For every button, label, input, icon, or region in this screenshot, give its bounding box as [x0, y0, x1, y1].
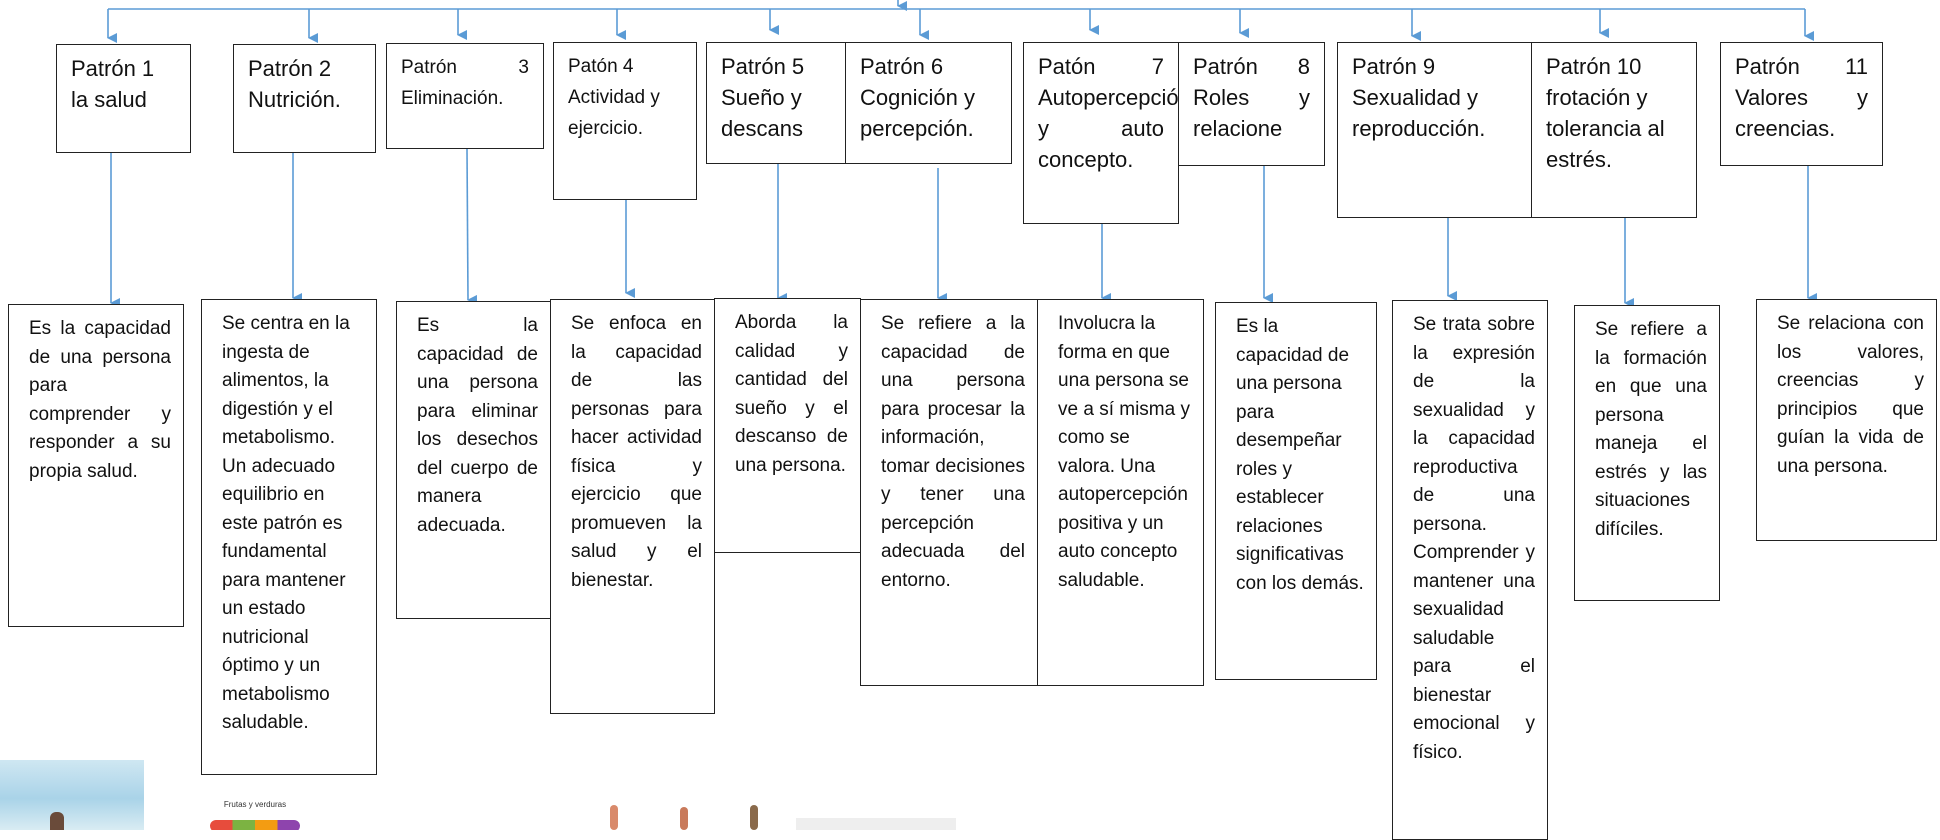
pattern-6-title-text: Patrón 6 Cognición y percepción. — [860, 54, 975, 141]
health-photo-thumbnail — [0, 760, 144, 830]
pattern-2-description-text: Se centra en la ingesta de alimentos, la… — [222, 313, 350, 733]
pattern-7-description: Involucra la forma en que una persona se… — [1037, 299, 1204, 686]
fruit-shapes — [210, 820, 300, 830]
pattern-10-description: Se refiere a la formación en que una per… — [1574, 305, 1720, 601]
pattern-6-description-text: Se refiere a la capacidad de una persona… — [881, 313, 1025, 591]
pattern-3-description-text: Es la capacidad de una persona para elim… — [417, 315, 538, 536]
pattern-11-description-text: Se relaciona con los valores, creencias … — [1777, 313, 1924, 477]
pattern-3-description: Es la capacidad de una persona para elim… — [396, 301, 551, 619]
pattern-1-title: Patrón 1 la salud — [56, 44, 191, 153]
figure-silhouette — [50, 812, 64, 830]
pattern-11-title: Patrón 11 Valores y creencias. — [1720, 42, 1883, 166]
pattern-4-title-text: Patón 4 Actividad y ejercicio. — [568, 56, 660, 139]
pattern-11-description: Se relaciona con los valores, creencias … — [1756, 299, 1937, 541]
pattern-1-description-text: Es la capacidad de una persona para comp… — [29, 318, 171, 482]
pattern-3-title: Patrón 3 Eliminación. — [386, 43, 544, 149]
pattern-7-title-text: Patón 7 Autopercepción y auto concepto. — [1038, 54, 1191, 172]
pattern-4-description: Se enfoca en la capacidad de las persona… — [550, 299, 715, 714]
pattern-1-title-text: Patrón 1 la salud — [71, 56, 155, 112]
pattern-4-title: Patón 4 Actividad y ejercicio. — [553, 42, 697, 200]
pattern-3-title-text: Patrón 3 Eliminación. — [401, 57, 529, 109]
pattern-10-title-text: Patrón 10 frotación y tolerancia al estr… — [1546, 54, 1665, 172]
pattern-2-description: Se centra en la ingesta de alimentos, la… — [201, 299, 377, 775]
pattern-6-description: Se refiere a la capacidad de una persona… — [860, 299, 1038, 686]
person-figure-2 — [680, 807, 688, 830]
pattern-9-description-text: Se trata sobre la expresión de la sexual… — [1413, 314, 1535, 763]
gray-image-thumbnail — [796, 818, 956, 830]
pattern-8-description: Es la capacidad de una persona para dese… — [1215, 302, 1377, 680]
pattern-1-description: Es la capacidad de una persona para comp… — [8, 304, 184, 627]
pattern-7-description-text: Involucra la forma en que una persona se… — [1058, 313, 1190, 591]
pattern-8-title: Patrón 8 Roles y relacione — [1178, 42, 1325, 166]
pattern-9-title-text: Patrón 9 Sexualidad y reproducción. — [1352, 54, 1486, 141]
person-figure-3 — [750, 805, 758, 830]
pattern-8-title-text: Patrón 8 Roles y relacione — [1193, 54, 1310, 141]
pattern-6-title: Patrón 6 Cognición y percepción. — [845, 42, 1012, 164]
pattern-5-description: Aborda la calidad y cantidad del sueño y… — [714, 298, 861, 553]
fruits-caption: Frutas y verduras — [223, 800, 287, 809]
pattern-5-description-text: Aborda la calidad y cantidad del sueño y… — [735, 312, 848, 476]
pattern-2-title-text: Patrón 2 Nutrición. — [248, 56, 341, 112]
pattern-4-description-text: Se enfoca en la capacidad de las persona… — [571, 313, 702, 591]
pattern-5-title-text: Patrón 5 Sueño y descans — [721, 54, 805, 141]
pattern-10-title: Patrón 10 frotación y tolerancia al estr… — [1531, 42, 1697, 218]
fruits-vegetables-image: Frutas y verduras — [200, 800, 310, 830]
pattern-7-title: Patón 7 Autopercepción y auto concepto. — [1023, 42, 1191, 224]
pattern-9-description: Se trata sobre la expresión de la sexual… — [1392, 300, 1548, 840]
pattern-5-title: Patrón 5 Sueño y descans — [706, 42, 847, 164]
pattern-8-description-text: Es la capacidad de una persona para dese… — [1236, 316, 1364, 594]
pattern-2-title: Patrón 2 Nutrición. — [233, 44, 376, 153]
person-figure-1 — [610, 805, 618, 830]
pattern-11-title-text: Patrón 11 Valores y creencias. — [1735, 54, 1868, 141]
people-exercise-image — [600, 805, 770, 830]
pattern-9-title: Patrón 9 Sexualidad y reproducción. — [1337, 42, 1532, 218]
pattern-10-description-text: Se refiere a la formación en que una per… — [1595, 319, 1707, 540]
